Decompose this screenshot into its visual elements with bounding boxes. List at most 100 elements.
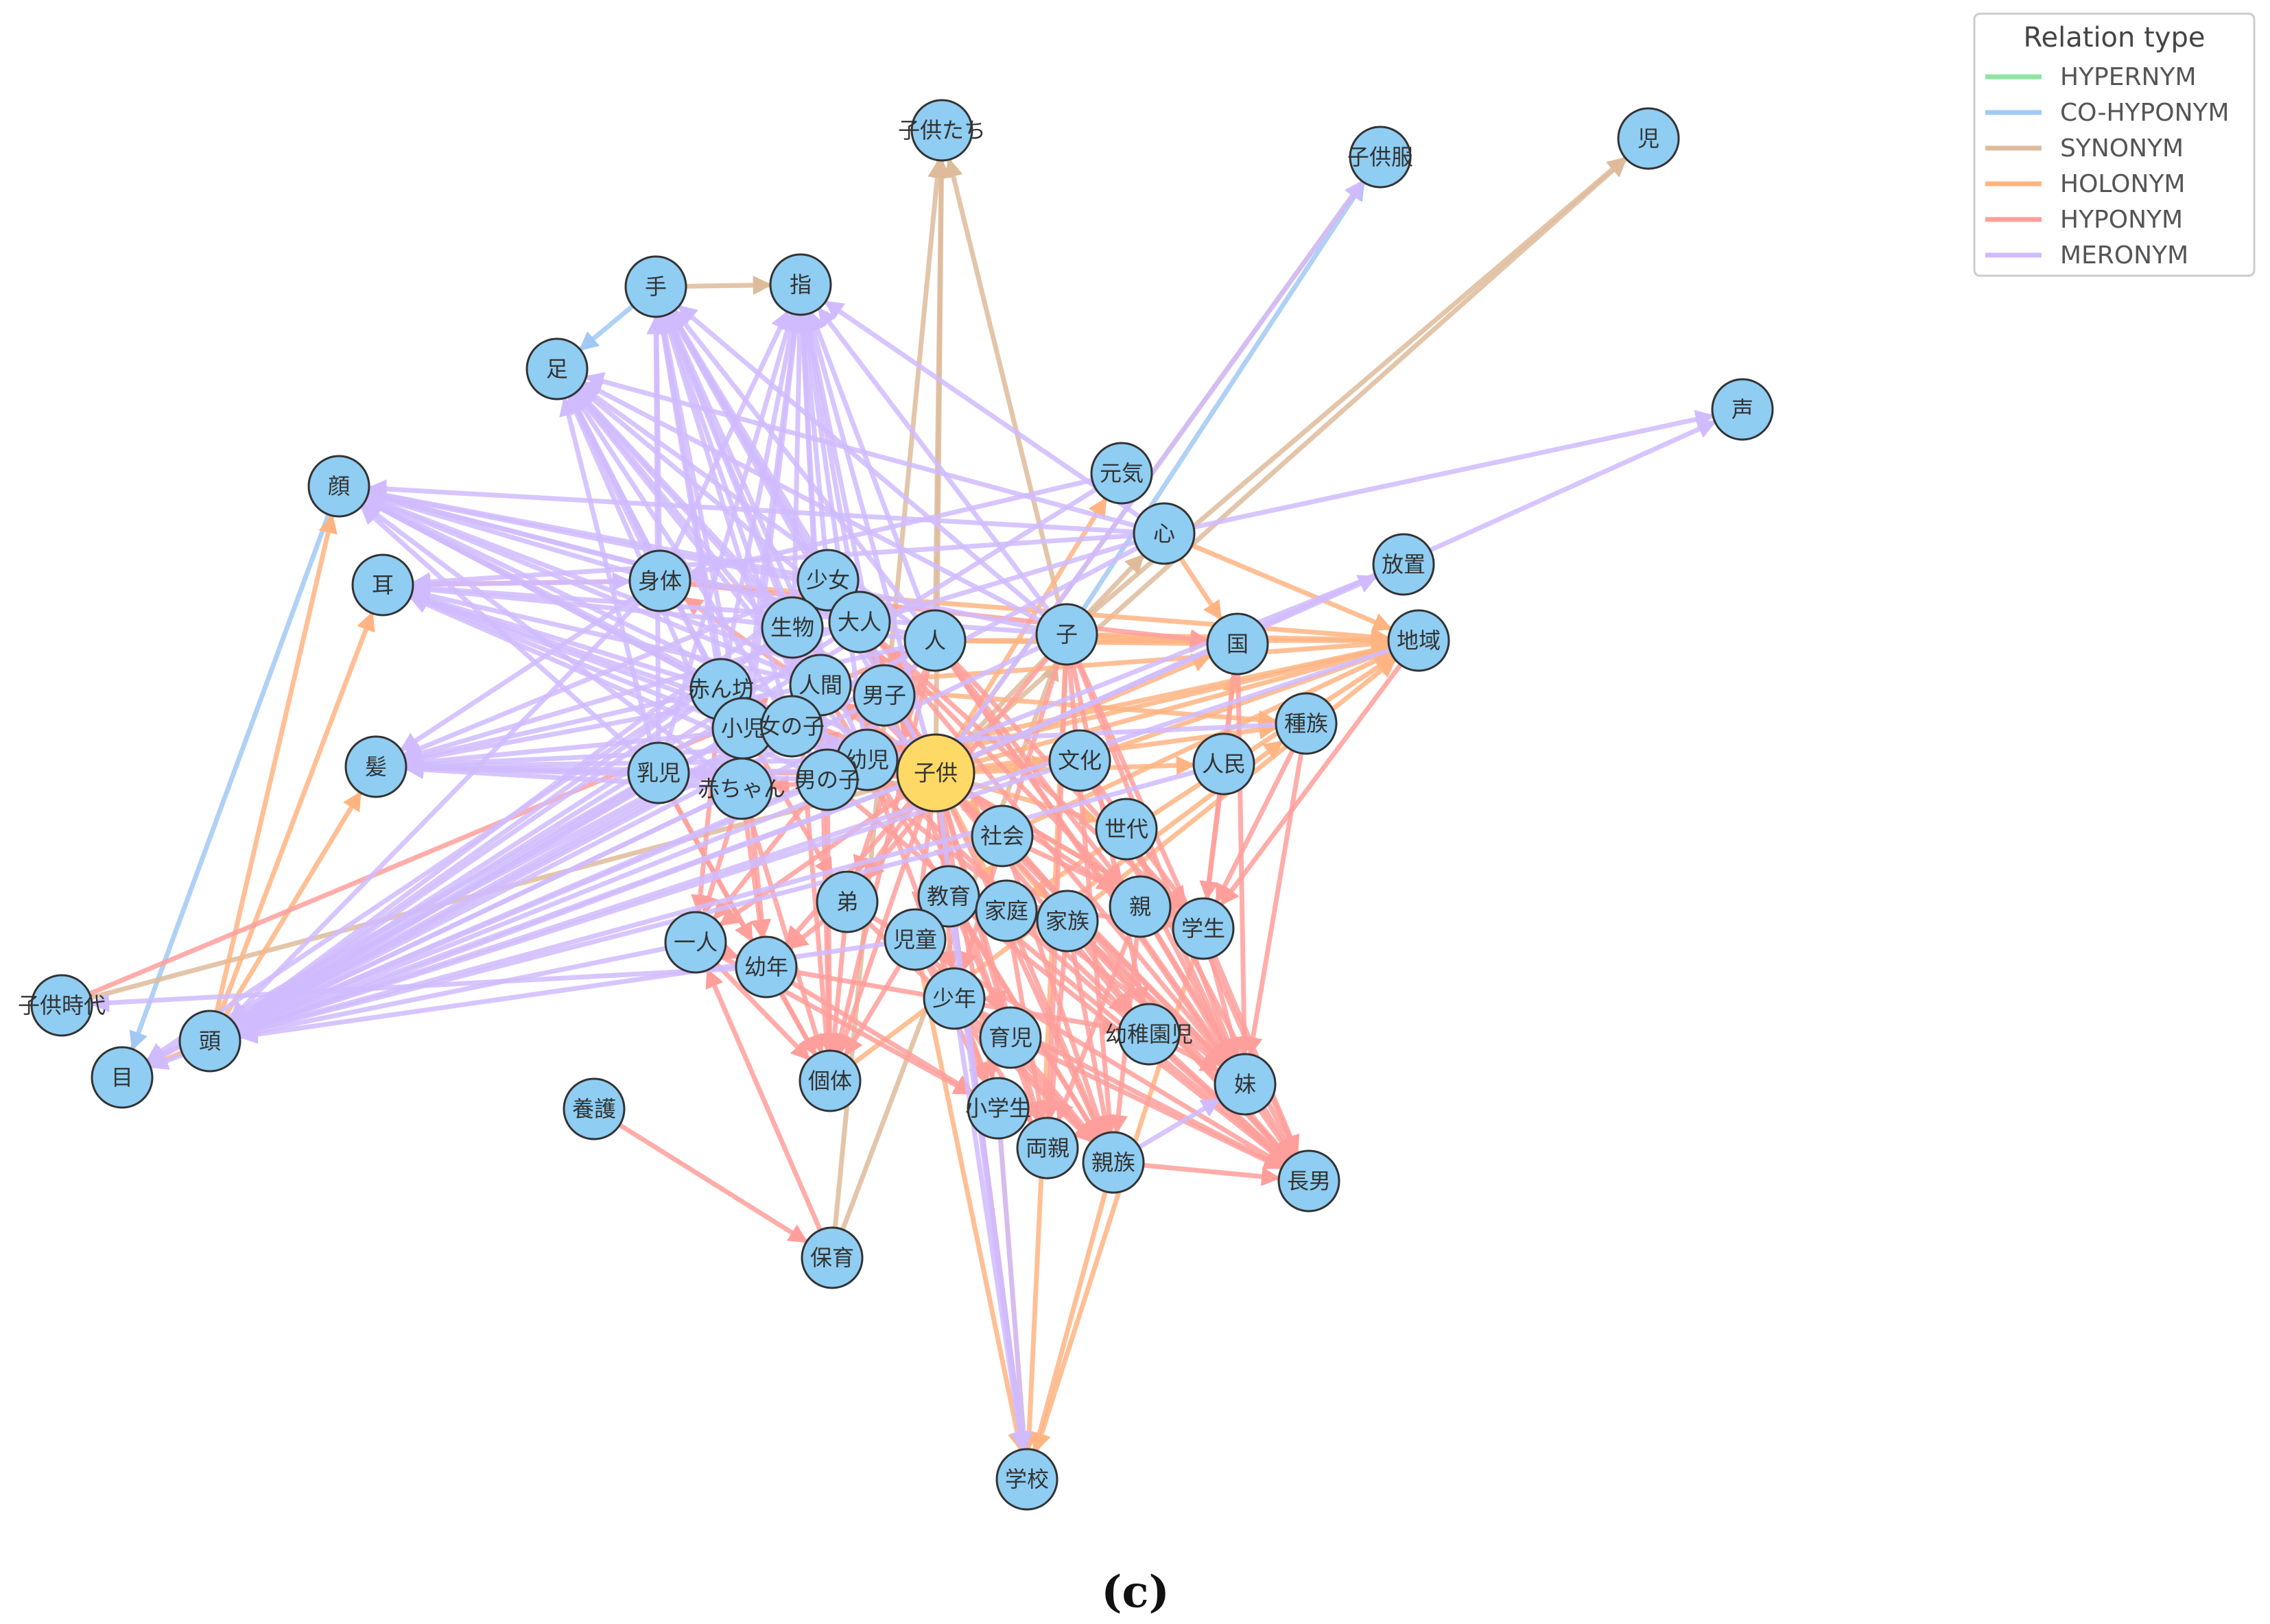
edge-meronym-280 (364, 494, 859, 687)
node-circle (91, 1046, 154, 1109)
node-label: 家庭 (984, 898, 1028, 924)
graph-node-4e21-89aa: 両親 (1016, 1116, 1079, 1180)
node-label: 女の子 (759, 713, 825, 739)
node-circle (884, 908, 947, 971)
node-label: 保育 (810, 1245, 854, 1271)
node-label: 生物 (770, 614, 814, 641)
edge-hyponym-149 (1035, 1048, 1284, 1171)
node-circle (1275, 692, 1338, 755)
node-circle (1277, 1149, 1340, 1213)
edge-meronym-228 (145, 642, 770, 1063)
edge-meronym-206 (410, 533, 1137, 592)
node-label: 世代 (1104, 816, 1148, 842)
graph-node-500b-4f53: 個体 (799, 1049, 862, 1112)
node-circle (351, 553, 414, 617)
node-circle (1048, 729, 1111, 792)
edge-holonym-15 (214, 513, 338, 1014)
node-circle (1617, 107, 1680, 170)
node-circle (628, 549, 691, 612)
edge-holonym-45 (919, 966, 1027, 1453)
edge-hyponym-125 (714, 962, 812, 1062)
node-circle (664, 911, 727, 974)
edge-hyponym-126 (718, 942, 740, 961)
edge-hyponym-144 (1218, 662, 1404, 907)
edge-hyponym-166 (820, 807, 840, 1053)
graph-node-7537-5b50: 男子 (853, 664, 916, 727)
node-circle (1711, 378, 1774, 441)
graph-node-5c0f-5150: 小児 (711, 697, 775, 760)
edge-meronym-296 (410, 572, 632, 592)
graph-node-7a2e-65cf: 種族 (1275, 692, 1338, 755)
edge-hyponym-98 (878, 641, 1122, 888)
node-label: 手 (645, 274, 667, 300)
edge-meronym-290 (89, 966, 739, 1013)
edge-meronym-256 (568, 393, 732, 704)
node-circle (967, 1077, 1030, 1140)
node-label: 種族 (1284, 710, 1328, 737)
edge-meronym-225 (664, 312, 784, 602)
legend-item-hyponym: HYPONYM (1985, 206, 2183, 234)
graph-node-5b50-4f9b-6642-4ee3: 子供時代 (18, 974, 106, 1037)
edge-meronym-184 (956, 179, 1365, 745)
legend-label: SYNONYM (2060, 134, 2184, 163)
node-circle (923, 967, 986, 1030)
node-label: 両親 (1026, 1135, 1069, 1161)
node-label: 個体 (808, 1068, 852, 1094)
graph-node-5e7c-5e74: 幼年 (735, 935, 798, 999)
legend-label: MERONYM (2060, 241, 2188, 270)
node-label: 耳 (372, 572, 394, 598)
edge-hyponym-142 (1214, 748, 1295, 905)
edge-meronym-221 (795, 312, 828, 553)
node-circle (799, 1049, 862, 1112)
node-circle (801, 1226, 864, 1289)
node-label: 幼年 (744, 954, 788, 980)
edge-meronym-203 (1191, 409, 1716, 530)
node-label: 頭 (199, 1028, 221, 1054)
node-label: 児童 (893, 927, 937, 953)
graph-node-6587-5316: 文化 (1048, 729, 1111, 792)
node-circle (760, 695, 823, 758)
node-label: 目 (111, 1064, 133, 1090)
graph-node-58f0: 声 (1711, 378, 1774, 441)
node-circle (903, 609, 967, 672)
graph-node-76ee: 目 (91, 1046, 154, 1109)
graph-node-5150: 児 (1617, 107, 1680, 170)
graph-node-89aa: 親 (1109, 875, 1172, 938)
node-circle (624, 255, 687, 318)
node-circle (307, 455, 370, 518)
edge-meronym-232 (228, 600, 641, 1022)
node-label: 小学生 (965, 1095, 1031, 1121)
graph-node-5c0f-5b66-751f: 小学生 (965, 1077, 1031, 1140)
node-label: 顔 (328, 473, 350, 499)
node-label: 少年 (932, 986, 976, 1012)
edge-meronym-281 (687, 477, 1095, 580)
legend-label: HYPONYM (2060, 206, 2183, 234)
node-label: 学校 (1005, 1466, 1049, 1492)
edge-meronym-194 (808, 310, 927, 615)
edge-meronym-226 (575, 389, 775, 608)
edge-meronym-212 (364, 495, 795, 676)
graph-node-5150-7ae5: 児童 (884, 908, 947, 971)
edge-holonym-40 (1190, 542, 1393, 632)
node-label: 放置 (1382, 551, 1426, 577)
node-label: 元気 (1100, 460, 1144, 486)
node-circle (627, 741, 690, 804)
graph-node-4e00-4eba: 一人 (664, 911, 727, 974)
graph-node-59b9: 妹 (1214, 1053, 1277, 1116)
node-circle (178, 1010, 241, 1073)
edge-holonym-39 (1178, 556, 1224, 621)
node-circle (828, 590, 891, 654)
node-circle (979, 1006, 1042, 1069)
graph-node-9854: 顔 (307, 455, 370, 518)
node-label: 小児 (721, 715, 765, 741)
edge-meronym-188 (816, 306, 1051, 613)
node-circle (30, 974, 93, 1037)
graph-node-5c11-5e74: 少年 (923, 967, 986, 1030)
edge-meronym-291 (1137, 1097, 1222, 1149)
node-label: 指 (790, 272, 812, 298)
edge-hyponym-143 (1243, 750, 1304, 1058)
edge-holonym-17 (223, 790, 363, 1018)
node-label: 赤ちゃん (698, 776, 785, 802)
legend-label: HYPERNYM (2060, 63, 2197, 91)
